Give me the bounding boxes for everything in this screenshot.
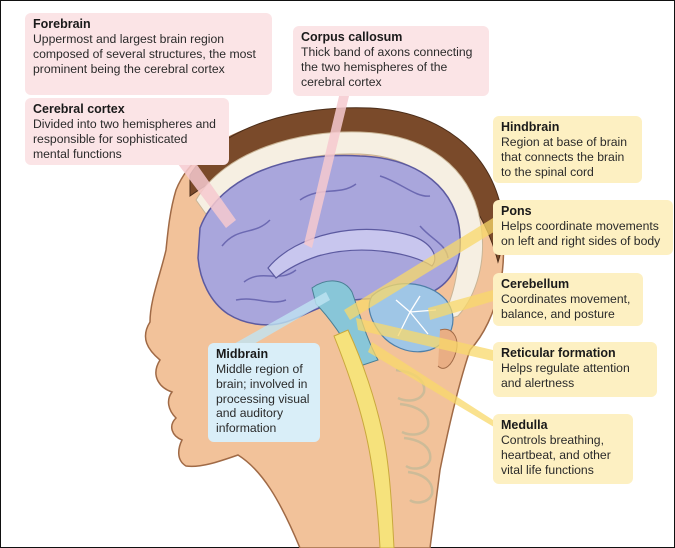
label-title: Medulla bbox=[501, 418, 626, 433]
label-description: Divided into two hemispheres and respons… bbox=[33, 117, 222, 161]
label-description: Thick band of axons connecting the two h… bbox=[301, 45, 482, 89]
label-title: Cerebral cortex bbox=[33, 102, 222, 117]
label-forebrain: Forebrain Uppermost and largest brain re… bbox=[25, 13, 272, 95]
label-cerebral-cortex: Cerebral cortex Divided into two hemisph… bbox=[25, 98, 229, 165]
label-description: Middle region of brain; involved in proc… bbox=[216, 362, 313, 436]
label-title: Forebrain bbox=[33, 17, 265, 32]
label-title: Midbrain bbox=[216, 347, 313, 362]
label-reticular-formation: Reticular formation Helps regulate atten… bbox=[493, 342, 657, 397]
label-cerebellum: Cerebellum Coordinates movement, balance… bbox=[493, 273, 643, 326]
label-title: Cerebellum bbox=[501, 277, 636, 292]
label-description: Coordinates movement, balance, and postu… bbox=[501, 292, 636, 322]
label-description: Helps regulate attention and alertness bbox=[501, 361, 650, 391]
label-description: Controls breathing, heartbeat, and other… bbox=[501, 433, 626, 477]
label-description: Helps coordinate movements on left and r… bbox=[501, 219, 666, 249]
label-description: Uppermost and largest brain region compo… bbox=[33, 32, 265, 76]
label-title: Pons bbox=[501, 204, 666, 219]
label-pons: Pons Helps coordinate movements on left … bbox=[493, 200, 673, 255]
label-title: Hindbrain bbox=[501, 120, 635, 135]
label-corpus-callosum: Corpus callosum Thick band of axons conn… bbox=[293, 26, 489, 96]
label-description: Region at base of brain that connects th… bbox=[501, 135, 635, 179]
label-title: Reticular formation bbox=[501, 346, 650, 361]
label-medulla: Medulla Controls breathing, heartbeat, a… bbox=[493, 414, 633, 484]
label-hindbrain: Hindbrain Region at base of brain that c… bbox=[493, 116, 642, 183]
label-title: Corpus callosum bbox=[301, 30, 482, 45]
label-midbrain: Midbrain Middle region of brain; involve… bbox=[208, 343, 320, 442]
